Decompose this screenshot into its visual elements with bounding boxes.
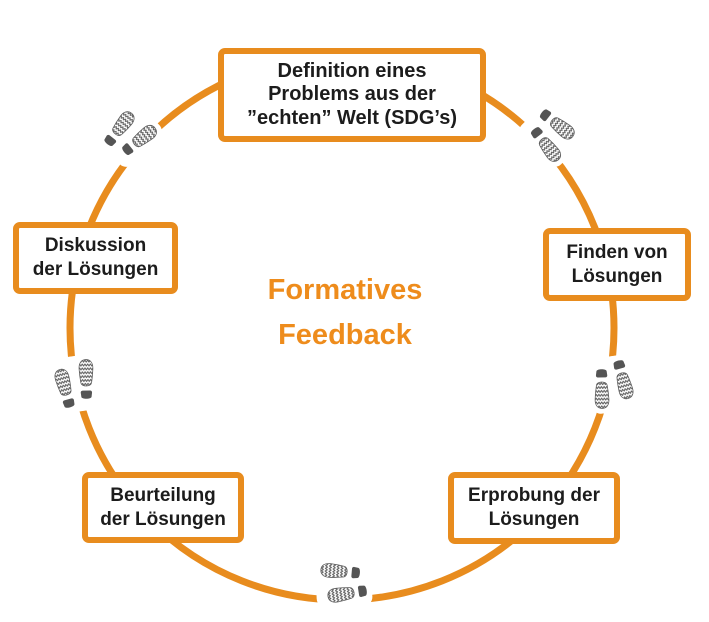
stage-box-erprobung-der-loesungen: Erprobung der Lösungen (448, 472, 620, 544)
stage-box-definition: Definition eines Problems aus der ”echte… (218, 48, 486, 142)
stage-label-beurteilung-der-loesungen: Beurteilung der Lösungen (100, 484, 226, 530)
stage-label-finden-von-loesungen: Finden von Lösungen (566, 241, 668, 287)
stage-label-erprobung-der-loesungen: Erprobung der Lösungen (468, 485, 600, 530)
stage-label-diskussion-der-loesungen: Diskussion der Lösungen (32, 235, 159, 280)
footsteps-icon-bottom (315, 558, 373, 608)
footsteps-icon-right (585, 353, 640, 415)
center-title: Formatives Feedback (267, 274, 423, 351)
stage-label-definition: Definition eines Problems aus der ”echte… (246, 59, 458, 129)
footsteps-icon-left (47, 353, 102, 415)
stage-box-beurteilung-der-loesungen: Beurteilung der Lösungen (82, 472, 244, 543)
stage-box-diskussion-der-loesungen: Diskussion der Lösungen (13, 222, 178, 294)
stage-box-finden-von-loesungen: Finden von Lösungen (543, 228, 691, 301)
